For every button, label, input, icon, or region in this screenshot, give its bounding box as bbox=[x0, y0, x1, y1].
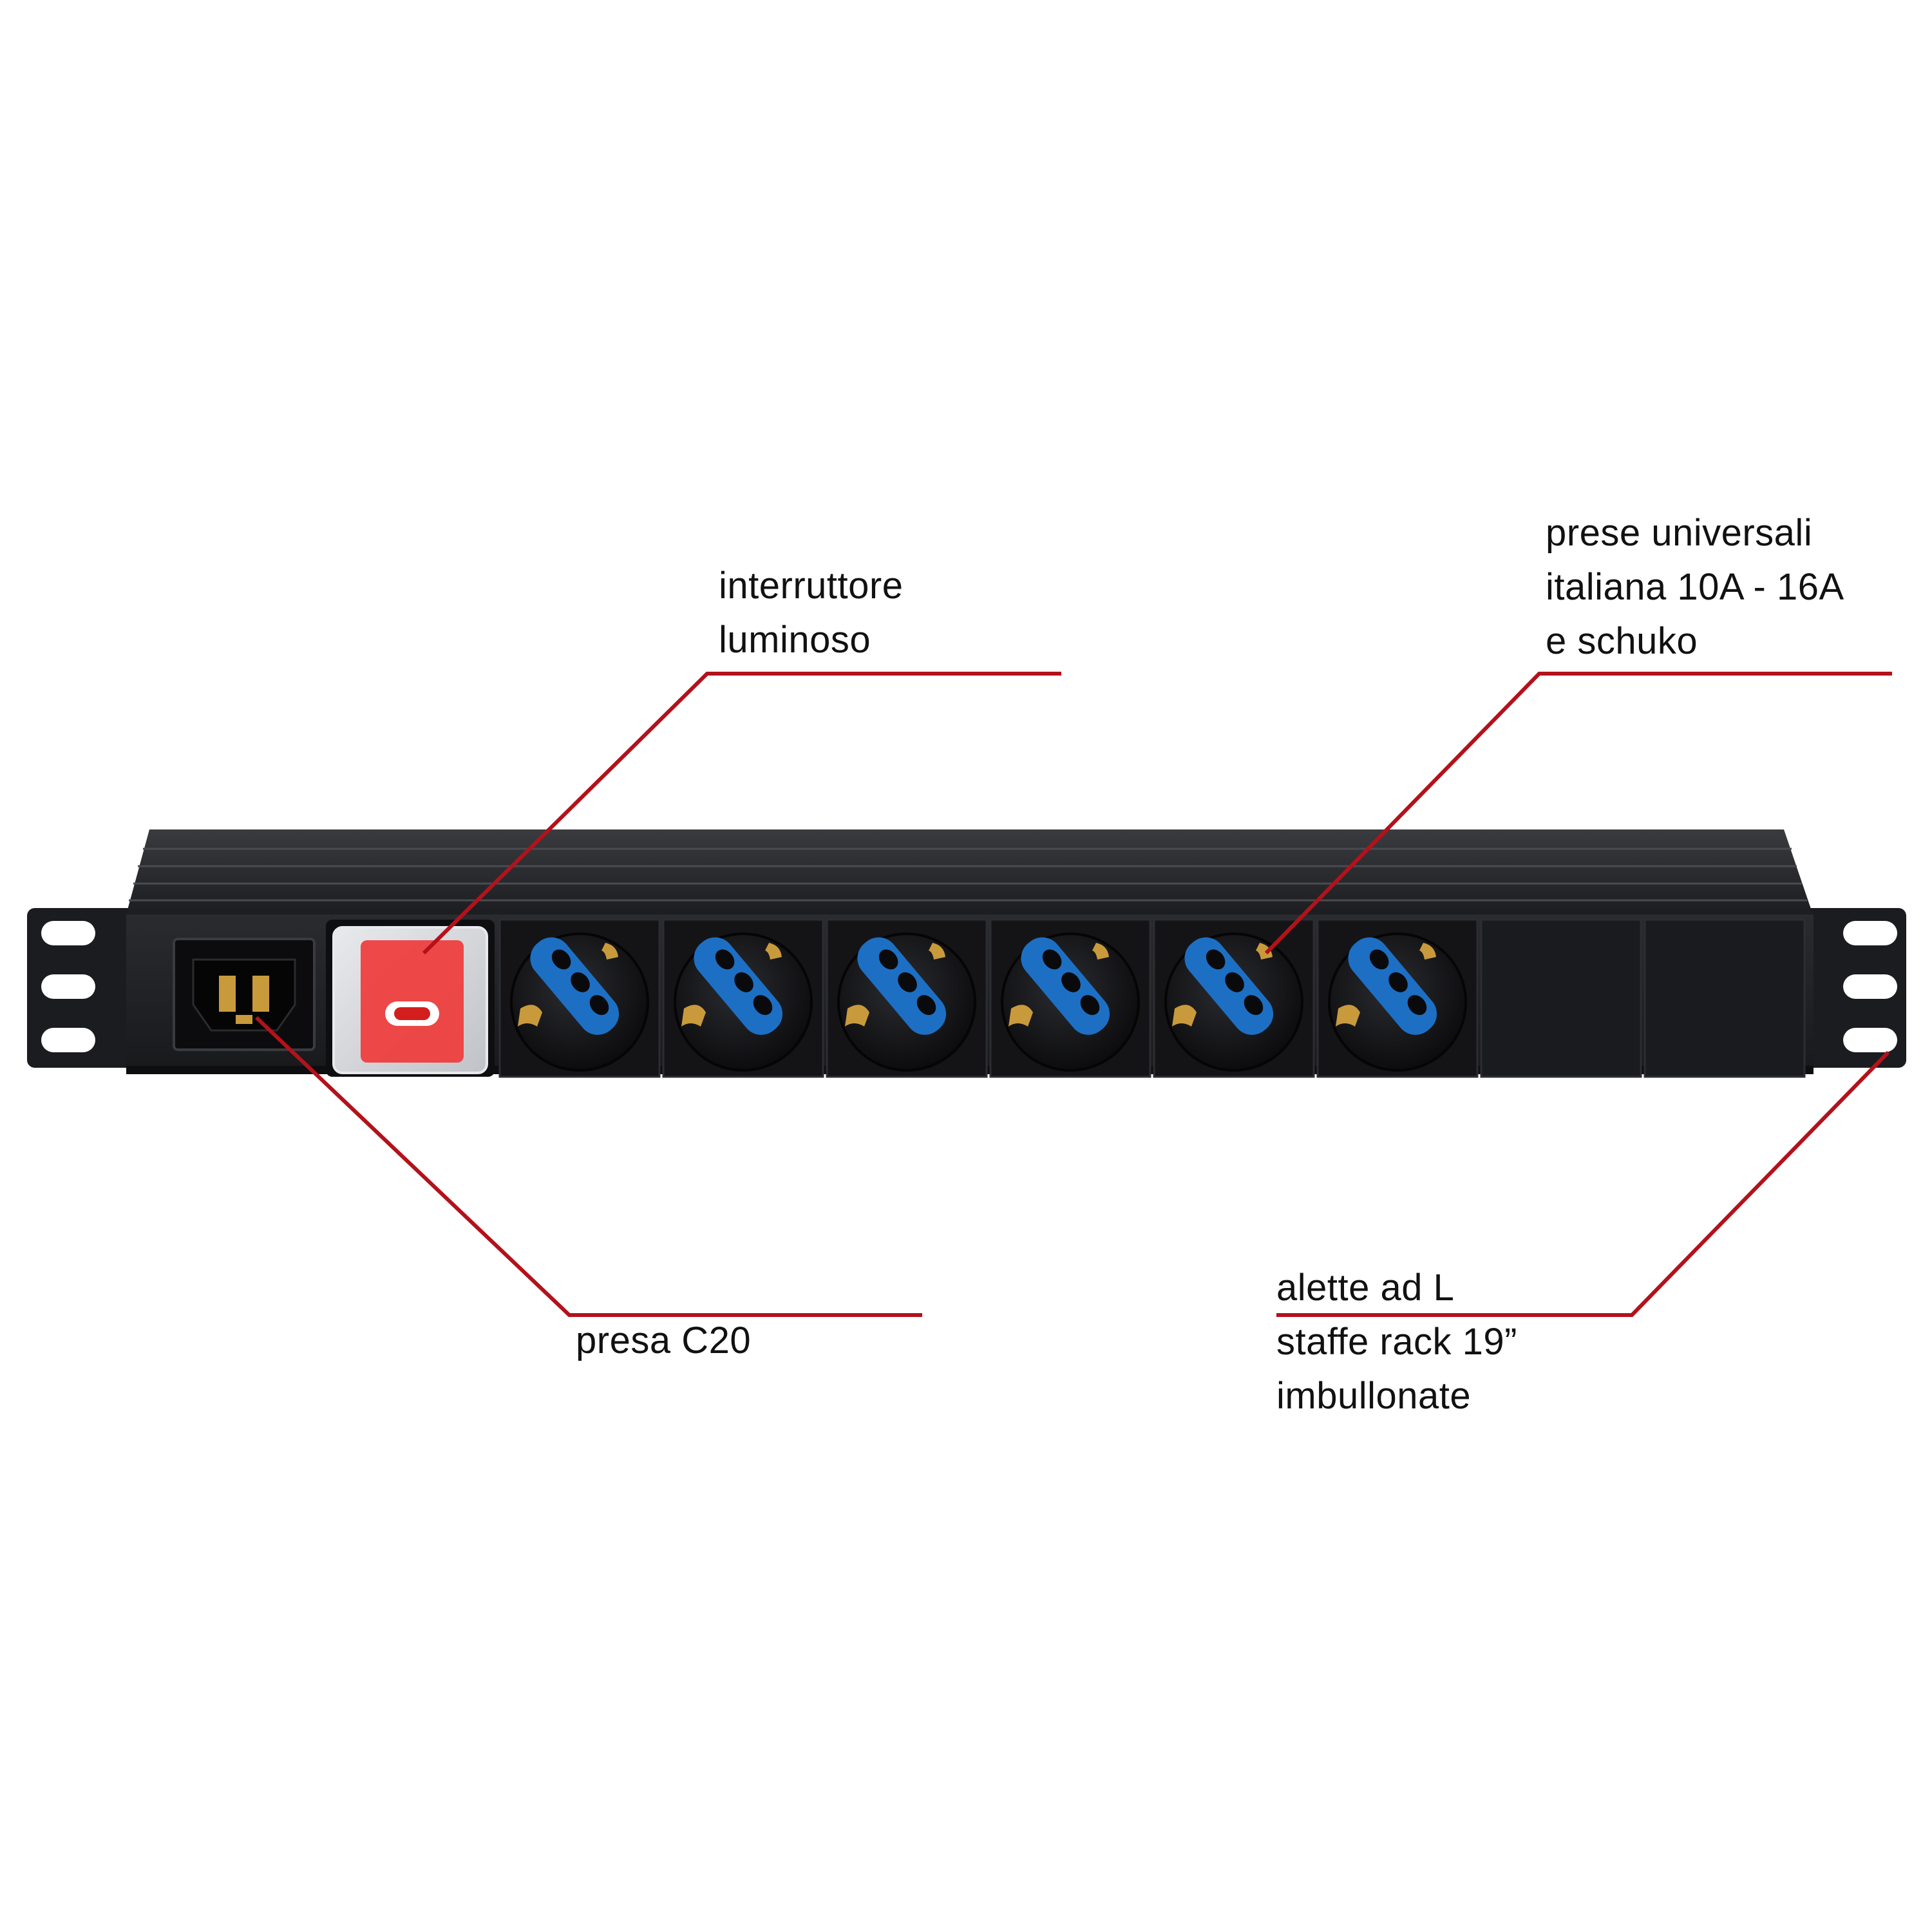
earth-clip bbox=[1336, 1005, 1360, 1027]
socket-hole bbox=[1042, 949, 1062, 970]
rack-ear-right bbox=[1797, 908, 1906, 1068]
socket-hole bbox=[1206, 949, 1226, 970]
socket-hole bbox=[1080, 995, 1100, 1016]
earth-clip bbox=[1256, 943, 1273, 960]
illuminated-switch bbox=[326, 920, 495, 1077]
callout-line: alette ad L bbox=[1276, 1267, 1455, 1309]
earth-clip bbox=[845, 1005, 869, 1027]
rack-ear-left bbox=[27, 908, 137, 1068]
callout-line: interruttore bbox=[719, 565, 904, 607]
leader-alette bbox=[1276, 1050, 1890, 1317]
leader-lines bbox=[254, 672, 1892, 1317]
socket-hole bbox=[715, 949, 735, 970]
socket-hole bbox=[571, 972, 590, 992]
socket-hole bbox=[1244, 995, 1264, 1016]
leader-interruttore bbox=[422, 672, 1061, 955]
socket-hole bbox=[589, 995, 609, 1016]
socket-hole bbox=[1061, 972, 1081, 992]
earth-clip bbox=[1092, 943, 1109, 960]
callout-line: imbullonate bbox=[1276, 1375, 1472, 1417]
socket-hole bbox=[898, 972, 917, 992]
blank-module-2 bbox=[1643, 918, 1806, 1078]
callout-alette-staffe: alette ad L staffe rack 19” imbullonate bbox=[1276, 1261, 1517, 1423]
socket-hole bbox=[878, 949, 898, 970]
earth-clip bbox=[1009, 1005, 1033, 1027]
earth-clip bbox=[765, 943, 782, 960]
callout-presa-c20: presa C20 bbox=[576, 1314, 751, 1368]
callout-line: staffe rack 19” bbox=[1276, 1321, 1517, 1363]
socket-hole bbox=[1369, 949, 1389, 970]
socket-2 bbox=[662, 918, 824, 1078]
earth-clip bbox=[681, 1005, 706, 1027]
socket-hole bbox=[551, 949, 571, 970]
socket-hole bbox=[1388, 972, 1408, 992]
callout-line: e schuko bbox=[1546, 620, 1698, 662]
earth-clip bbox=[601, 943, 618, 960]
earth-clip bbox=[518, 1005, 542, 1027]
leader-prese bbox=[1264, 672, 1892, 955]
earth-clip bbox=[1419, 943, 1436, 960]
socket-3 bbox=[826, 918, 988, 1078]
socket-hole bbox=[1407, 995, 1427, 1016]
socket-hole bbox=[734, 972, 753, 992]
callout-prese-universali: prese universali italiana 10A - 16A e sc… bbox=[1546, 506, 1844, 668]
c20-inlet bbox=[173, 938, 316, 1051]
socket-hole bbox=[1225, 972, 1244, 992]
blank-module-1 bbox=[1480, 918, 1642, 1078]
callout-line: luminoso bbox=[719, 619, 871, 661]
earth-clip bbox=[1172, 1005, 1197, 1027]
socket-hole bbox=[916, 995, 936, 1016]
callout-line: prese universali bbox=[1546, 512, 1813, 554]
universal-sockets bbox=[498, 918, 1479, 1078]
blank-modules bbox=[1480, 918, 1806, 1078]
socket-6 bbox=[1316, 918, 1479, 1078]
socket-5 bbox=[1153, 918, 1315, 1078]
socket-4 bbox=[989, 918, 1151, 1078]
callout-interruttore-luminoso: interruttore luminoso bbox=[719, 559, 903, 667]
socket-1 bbox=[498, 918, 661, 1078]
socket-hole bbox=[753, 995, 773, 1016]
earth-clip bbox=[929, 943, 945, 960]
callout-line: presa C20 bbox=[576, 1320, 752, 1361]
callout-line: italiana 10A - 16A bbox=[1546, 566, 1844, 608]
leader-presa-c20 bbox=[254, 1016, 922, 1317]
